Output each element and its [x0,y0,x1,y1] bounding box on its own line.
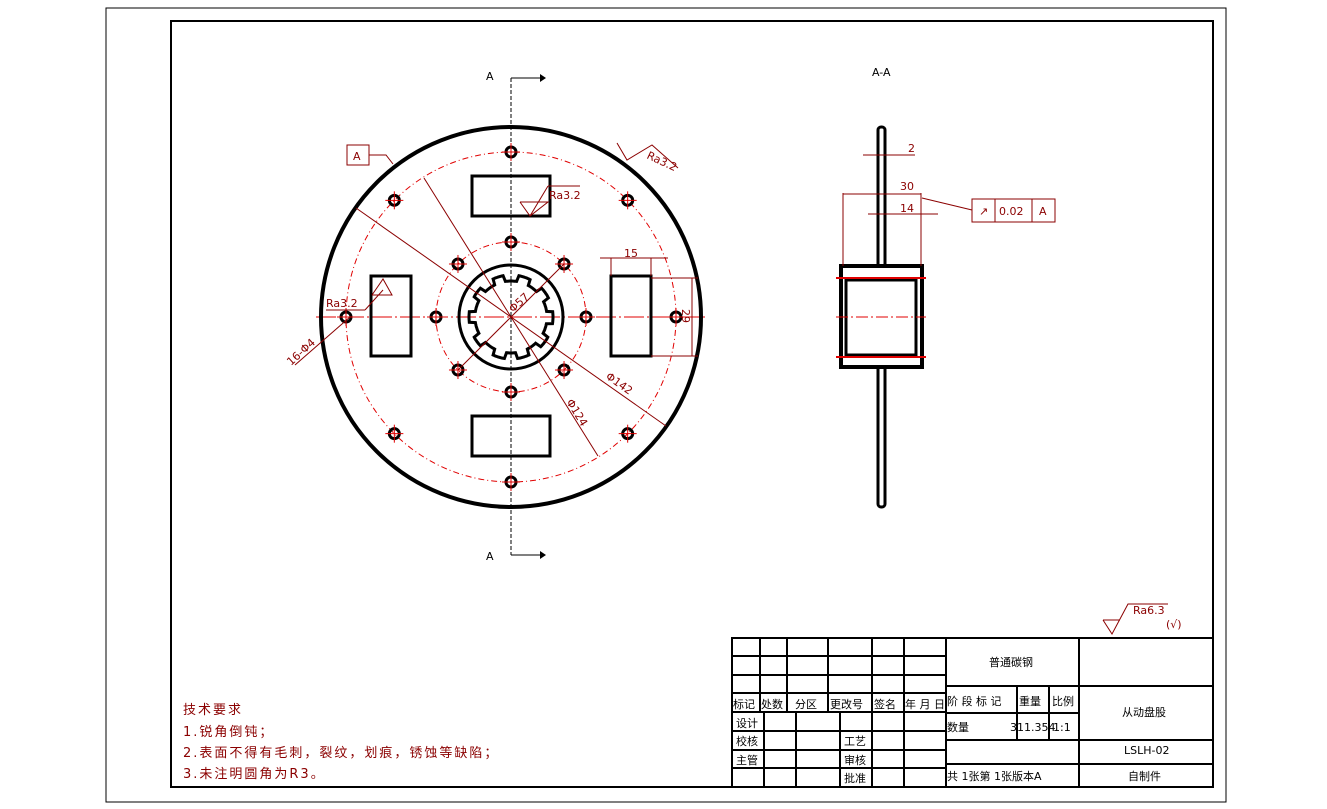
technical-requirements: 技术要求 1.锐角倒钝； 2.表面不得有毛刺，裂纹，划痕，锈蚀等缺陷； 3.未注… [183,703,499,782]
svg-text:签名: 签名 [874,697,896,711]
dim-30-label: 30 [900,180,914,193]
weight: 311.354 [1010,721,1056,734]
dim-d124-label: Φ124 [563,397,590,429]
roughness-symbol-top-right [616,142,679,169]
inner-frame [170,20,1214,788]
roughness-left: Ra3.2 [326,297,358,310]
slot-top [470,174,552,218]
dim-holes-label: 16-Φ4 [284,336,318,368]
svg-text:自制件: 自制件 [1128,770,1161,783]
drawing-number: LSLH-02 [1124,744,1169,757]
leader-holes [294,316,351,366]
section-view: A-A 30 14 2 ↗ 0.02 A [836,66,1056,509]
spline-bore [467,273,555,361]
svg-text:校核: 校核 [736,734,758,748]
svg-text:共 1张第 1张: 共 1张第 1张 [947,769,1012,783]
note-item: 3.未注明圆角为R3。 [183,767,326,782]
dim-d57-label: Φ57 [506,290,532,315]
note-item: 2.表面不得有毛刺，裂纹，划痕，锈蚀等缺陷； [183,745,499,761]
title-block-text: 标记 处数 分区 更改号 签名 年 月 日 设计 校核 主管 工艺 审核 批准 … [733,655,1169,785]
svg-text:标记: 标记 [733,697,755,711]
svg-text:比例: 比例 [1052,694,1074,708]
roughness-general-symbol [1102,603,1168,635]
bolt-holes [337,143,685,491]
slot-left [369,274,413,358]
section-mark-top: A [486,70,494,83]
material: 普通碳钢 [989,655,1033,669]
hub-circle [457,263,565,371]
notes-title: 技术要求 [183,703,243,718]
dim-29-label: 29 [679,309,692,323]
runout-icon: ↗ [979,205,988,218]
svg-text:批准: 批准 [844,771,866,785]
tolerance-value: 0.02 [999,205,1024,218]
tolerance-datum: A [1039,205,1047,218]
roughness-slot: Ra3.2 [549,189,581,202]
tolerance-frame: ↗ 0.02 A [971,198,1056,223]
dim-line-d57 [457,263,565,371]
roughness-general: Ra6.3 [1133,604,1165,617]
svg-text:阶 段 标 记: 阶 段 标 记 [947,694,1002,708]
section-title: A-A [872,66,891,79]
title-block [731,637,1214,788]
roughness-general-suffix: (√) [1166,618,1182,631]
roughness-top-right: Ra3.2 [645,149,679,174]
svg-text:审核: 审核 [844,753,866,767]
outer-disc [319,125,703,509]
svg-text:数量: 数量 [947,721,969,734]
datum-label: A [353,150,361,163]
svg-text:设计: 设计 [736,717,758,730]
section-mark-bottom: A [486,550,494,563]
part-name: 从动盘股 [1122,705,1166,719]
scale: 1:1 [1053,721,1071,734]
svg-text:版本A: 版本A [1012,769,1042,783]
slot-right [609,274,653,358]
svg-text:更改号: 更改号 [830,697,863,711]
slot-bottom [470,414,552,458]
note-item: 1.锐角倒钝； [183,725,274,740]
outer-border [105,7,1227,803]
svg-text:工艺: 工艺 [844,735,866,748]
svg-text:重量: 重量 [1019,694,1041,708]
svg-text:年 月 日: 年 月 日 [905,697,945,711]
svg-text:分区: 分区 [795,698,817,711]
svg-text:主管: 主管 [736,753,758,767]
dim-14-label: 14 [900,202,914,215]
dim-15-label: 15 [624,247,638,260]
front-view: 16-Φ4 Φ57 Φ124 Φ142 15 29 A Ra3.2 Ra3.2 … [284,70,706,563]
dim-2-label: 2 [908,142,915,155]
svg-text:处数: 处数 [761,698,783,711]
